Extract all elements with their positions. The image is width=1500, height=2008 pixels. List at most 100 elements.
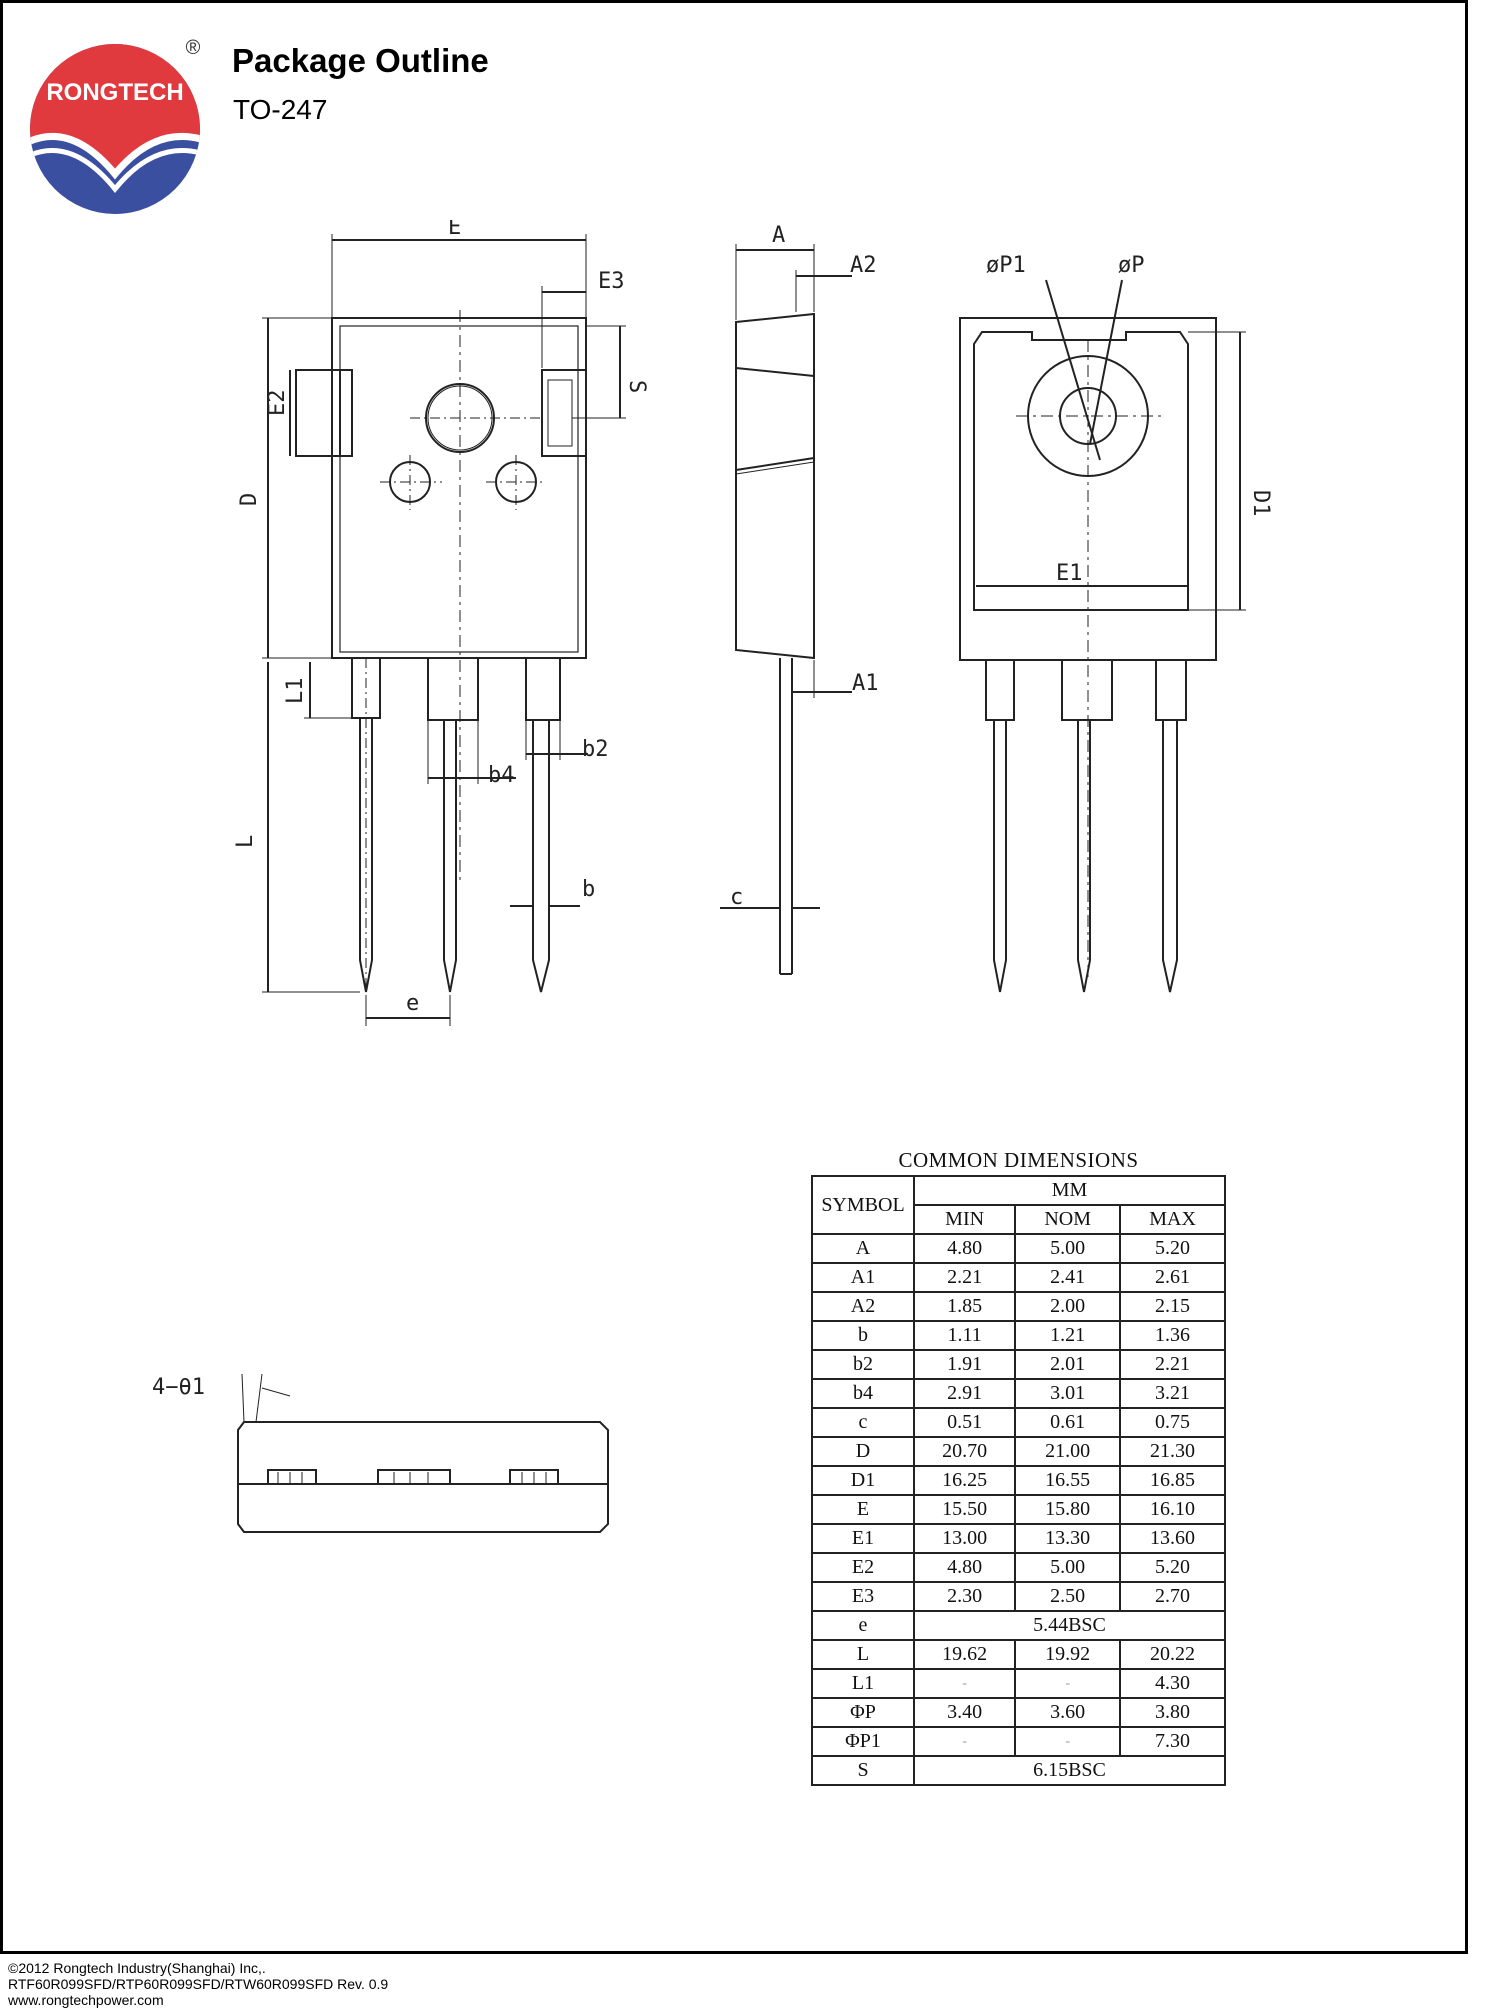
cell-max: 20.22 bbox=[1119, 1639, 1226, 1670]
cell-bsc: 5.44BSC bbox=[913, 1610, 1226, 1641]
label-D1: D1 bbox=[1248, 490, 1273, 517]
cell-max: 1.36 bbox=[1119, 1320, 1226, 1351]
label-P1: øP1 bbox=[986, 253, 1026, 278]
cell-max: 3.21 bbox=[1119, 1378, 1226, 1409]
cell-nom: 2.00 bbox=[1014, 1291, 1122, 1322]
cell-nom: 3.60 bbox=[1014, 1697, 1122, 1728]
label-b2: b2 bbox=[582, 737, 609, 762]
cell-symbol: c bbox=[811, 1407, 915, 1438]
cell-nom: 2.50 bbox=[1014, 1581, 1122, 1612]
label-A1: A1 bbox=[852, 671, 879, 696]
bottom-view: 4−θ1 bbox=[152, 1373, 609, 1533]
cell-min: 0.51 bbox=[912, 1407, 1017, 1438]
package-name: TO-247 bbox=[233, 94, 328, 125]
cell-symbol: E3 bbox=[811, 1581, 915, 1612]
cell-min: - bbox=[912, 1668, 1017, 1699]
cell-symbol: b4 bbox=[811, 1378, 915, 1409]
label-S: S bbox=[624, 380, 649, 393]
cell-min: 13.00 bbox=[912, 1523, 1017, 1554]
cell-max: 16.85 bbox=[1119, 1465, 1226, 1496]
footer-website: www.rongtechpower.com bbox=[8, 1992, 164, 2008]
cell-nom: - bbox=[1014, 1726, 1122, 1757]
cell-symbol: E bbox=[811, 1494, 915, 1525]
front-view bbox=[262, 234, 626, 1026]
cell-symbol: S bbox=[811, 1755, 915, 1786]
package-drawing: E E3 S E2 D L1 L b4 b2 b e A A2 A1 c øP1… bbox=[233, 220, 1273, 1026]
label-c: c bbox=[730, 885, 743, 910]
cell-symbol: L1 bbox=[811, 1668, 915, 1699]
cell-min: 2.21 bbox=[912, 1262, 1017, 1293]
cell-max: 0.75 bbox=[1119, 1407, 1226, 1438]
col-header-max: MAX bbox=[1119, 1204, 1226, 1235]
cell-min: 1.91 bbox=[912, 1349, 1017, 1380]
cell-nom: 19.92 bbox=[1014, 1639, 1122, 1670]
cell-max: 21.30 bbox=[1119, 1436, 1226, 1467]
cell-min: 20.70 bbox=[912, 1436, 1017, 1467]
label-E2: E2 bbox=[265, 390, 290, 417]
label-E: E bbox=[448, 220, 461, 240]
cell-nom: - bbox=[1014, 1668, 1122, 1699]
cell-min: 19.62 bbox=[912, 1639, 1017, 1670]
col-header-nom: NOM bbox=[1014, 1204, 1122, 1235]
cell-nom: 5.00 bbox=[1014, 1552, 1122, 1583]
cell-nom: 1.21 bbox=[1014, 1320, 1122, 1351]
cell-max: 16.10 bbox=[1119, 1494, 1226, 1525]
label-b4: b4 bbox=[488, 763, 515, 788]
cell-min: - bbox=[912, 1726, 1017, 1757]
cell-nom: 16.55 bbox=[1014, 1465, 1122, 1496]
cell-symbol: D bbox=[811, 1436, 915, 1467]
side-view bbox=[720, 244, 852, 975]
label-A2: A2 bbox=[850, 253, 877, 278]
cell-min: 3.40 bbox=[912, 1697, 1017, 1728]
cell-symbol: e bbox=[811, 1610, 915, 1641]
page-title: Package Outline bbox=[232, 42, 489, 79]
footer-copyright: ©2012 Rongtech Industry(Shanghai) Inc,. bbox=[8, 1960, 266, 1976]
cell-symbol: L bbox=[811, 1639, 915, 1670]
dimensions-table-container: COMMON DIMENSIONS SYMBOL MM MIN NOM MAX … bbox=[811, 1148, 1226, 1786]
cell-symbol: A2 bbox=[811, 1291, 915, 1322]
cell-max: 13.60 bbox=[1119, 1523, 1226, 1554]
table-caption: COMMON DIMENSIONS bbox=[898, 1148, 1139, 1172]
unit-header: MM bbox=[913, 1175, 1226, 1206]
cell-max: 2.15 bbox=[1119, 1291, 1226, 1322]
table-row: L1--4.30 bbox=[811, 1668, 1226, 1699]
cell-symbol: b2 bbox=[811, 1349, 915, 1380]
cell-max: 4.30 bbox=[1119, 1668, 1226, 1699]
cell-max: 2.61 bbox=[1119, 1262, 1226, 1293]
cell-nom: 3.01 bbox=[1014, 1378, 1122, 1409]
cell-min: 2.30 bbox=[912, 1581, 1017, 1612]
page-frame bbox=[0, 0, 1468, 1954]
cell-nom: 5.00 bbox=[1014, 1233, 1122, 1264]
cell-min: 4.80 bbox=[912, 1233, 1017, 1264]
cell-symbol: E1 bbox=[811, 1523, 915, 1554]
label-L: L bbox=[233, 835, 258, 848]
cell-max: 7.30 bbox=[1119, 1726, 1226, 1757]
cell-nom: 15.80 bbox=[1014, 1494, 1122, 1525]
logo-text: RONGTECH bbox=[46, 79, 183, 106]
cell-bsc: 6.15BSC bbox=[913, 1755, 1226, 1786]
registered-mark: ® bbox=[186, 37, 201, 59]
cell-nom: 13.30 bbox=[1014, 1523, 1122, 1554]
cell-nom: 0.61 bbox=[1014, 1407, 1122, 1438]
cell-nom: 21.00 bbox=[1014, 1436, 1122, 1467]
rongtech-logo: RONGTECH ® bbox=[30, 37, 201, 214]
cell-nom: 2.01 bbox=[1014, 1349, 1122, 1380]
label-E3: E3 bbox=[598, 269, 625, 294]
cell-min: 1.85 bbox=[912, 1291, 1017, 1322]
cell-max: 2.70 bbox=[1119, 1581, 1226, 1612]
footer: ©2012 Rongtech Industry(Shanghai) Inc,. … bbox=[8, 1960, 388, 2008]
label-E1: E1 bbox=[1056, 561, 1083, 586]
